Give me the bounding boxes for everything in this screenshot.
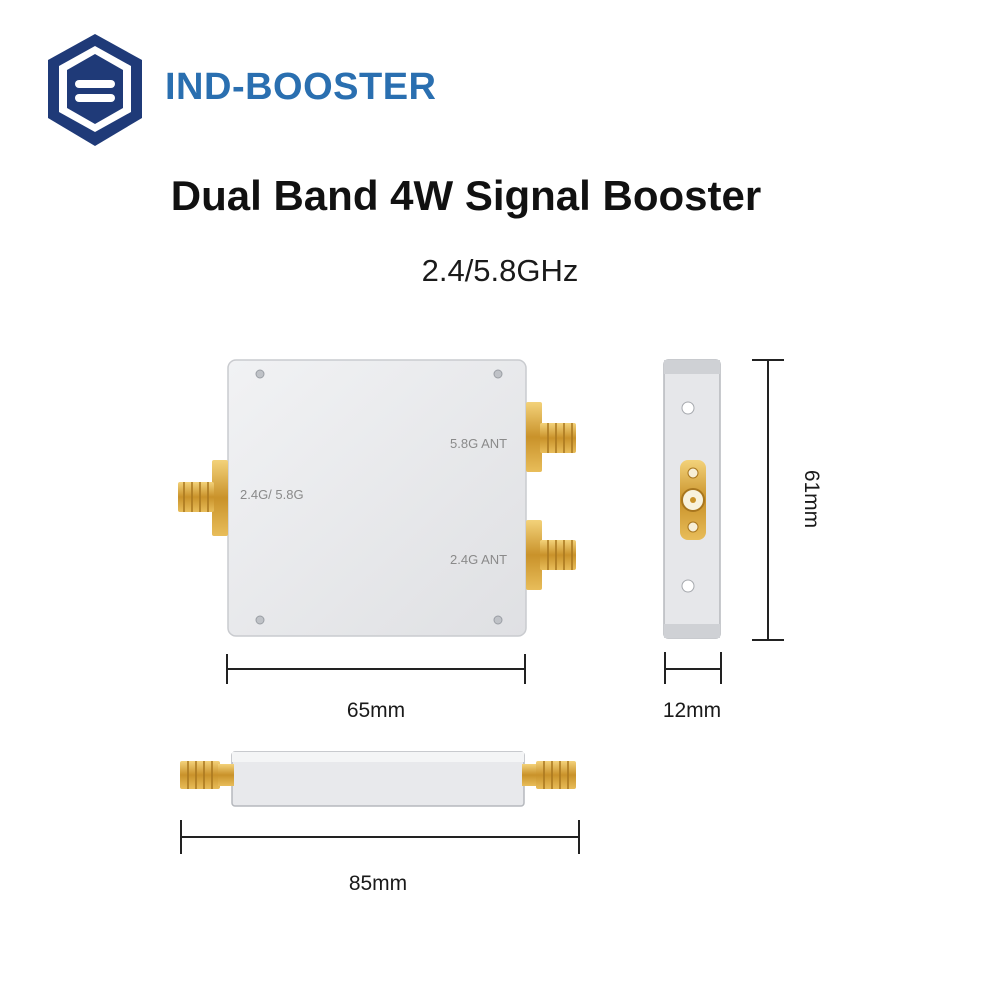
dimension-line-depth xyxy=(664,668,722,670)
dimension-height-label: 61mm xyxy=(800,469,823,529)
dimension-tick xyxy=(578,820,580,854)
sma-connector-icon xyxy=(526,520,576,590)
dimension-tick xyxy=(664,652,666,684)
sma-connector-icon xyxy=(526,402,576,472)
page-title: Dual Band 4W Signal Booster xyxy=(170,172,762,219)
screw-icon xyxy=(255,369,503,625)
port-label-5g8-ant: 5.8G ANT xyxy=(450,436,508,451)
port-label-input: 2.4G/ 5.8G xyxy=(240,487,304,502)
dimension-line-length xyxy=(180,836,580,838)
dimension-length-label: 85mm xyxy=(348,872,408,895)
dimension-tick xyxy=(752,359,784,361)
sma-connector-icon xyxy=(680,460,706,540)
dimension-tick xyxy=(720,652,722,684)
dimension-tick xyxy=(226,654,228,684)
brand-name: IND-BOOSTER xyxy=(165,66,437,108)
device-front-view xyxy=(178,359,576,637)
device-top-view xyxy=(180,751,576,807)
dimension-tick xyxy=(180,820,182,854)
dimension-line-width xyxy=(226,668,526,670)
dimension-width-label: 65mm xyxy=(346,699,406,722)
dimension-tick xyxy=(524,654,526,684)
dimension-depth-label: 12mm xyxy=(662,699,722,722)
device-side-view xyxy=(663,359,721,639)
sma-connector-icon xyxy=(178,460,228,536)
subtitle: 2.4/5.8GHz xyxy=(421,253,579,288)
shield-hexagon-logo-icon xyxy=(48,34,142,146)
sma-connector-icon xyxy=(522,761,576,789)
sma-connector-icon xyxy=(180,761,234,789)
dimension-line-height xyxy=(767,360,769,640)
dimension-tick xyxy=(752,639,784,641)
port-label-2g4-ant: 2.4G ANT xyxy=(450,552,508,567)
